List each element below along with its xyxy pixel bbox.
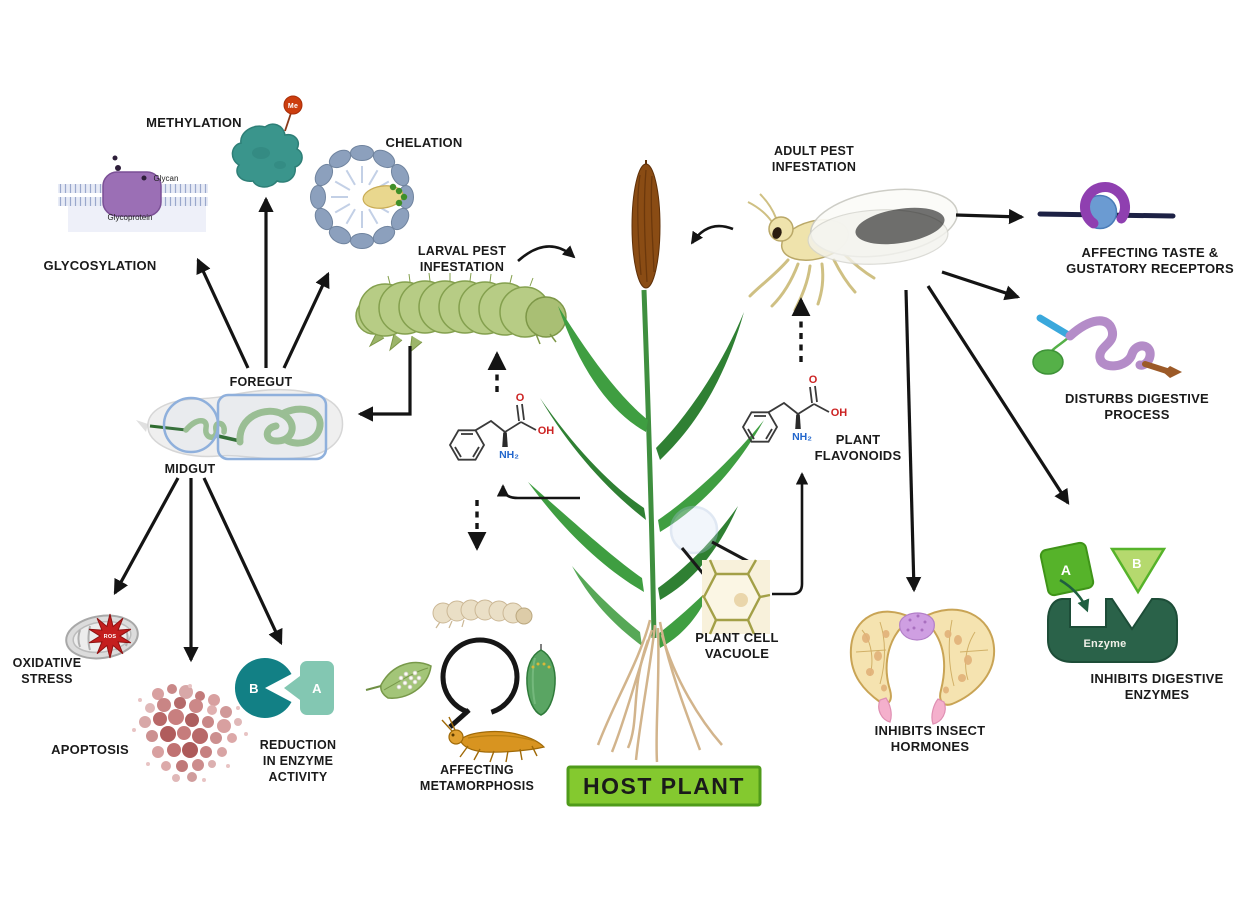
micelle-heads (310, 145, 414, 249)
molecule-right-nh2: NH₂ (792, 431, 812, 443)
hormones-label-2: HORMONES (891, 739, 970, 754)
phenylalanine-molecule-right-icon: O OH NH₂ (741, 374, 848, 443)
molecule-right-o: O (809, 374, 818, 386)
metamorphosis-label-2: METAMORPHOSIS (420, 779, 534, 793)
metamorphosis-label-1: AFFECTING (440, 763, 514, 777)
glycoprotein-label: Glycoprotein (108, 213, 153, 222)
taste-label-1: AFFECTING TASTE & (1082, 245, 1219, 260)
digestive-label-1: DISTURBS DIGESTIVE (1065, 391, 1209, 406)
arrow-vacuole-to-right-molecule (772, 472, 809, 596)
foregut-region-box (216, 393, 328, 461)
larval-pest-label-1: LARVAL PEST (418, 244, 506, 258)
taste-receptor-icon (1037, 182, 1176, 230)
plant-flavonoids-label-2: FLAVONOIDS (815, 448, 902, 463)
larva-white-icon (432, 599, 533, 629)
whitefly-icon (747, 188, 959, 312)
vacuole-label-2: VACUOLE (705, 646, 769, 661)
arrow-substrate-into-enzyme (1059, 578, 1090, 613)
chelation-label: CHELATION (385, 135, 462, 150)
mitochondrion-icon: ROS (65, 613, 139, 660)
reduction-label-1: REDUCTION (260, 738, 337, 752)
caterpillar-icon (355, 272, 567, 354)
substrate-b-label: B (1132, 556, 1142, 571)
arrow-midgut-to-enzyme-reduction (202, 477, 283, 646)
substrate-a2-label: A (312, 681, 322, 696)
midgut-region-circle (162, 396, 220, 454)
arrow-foregut-to-glycosylation (196, 257, 250, 369)
molecule-left-oh: OH (538, 425, 555, 437)
methylation-label: METHYLATION (146, 115, 242, 130)
apoptosis-label: APOPTOSIS (51, 742, 129, 757)
arrow-caterpillar-to-gut (357, 346, 412, 422)
glycan-label: Glycan (154, 174, 179, 183)
vacuole-label-1: PLANT CELL (695, 630, 778, 645)
plant-flavonoids-label-1: PLANT (836, 432, 881, 447)
molecule-left-nh2: NH₂ (499, 449, 519, 461)
glycoprotein-membrane-icon: Glycan Glycoprotein (58, 155, 208, 232)
ros-label: ROS (104, 634, 117, 640)
leaf-with-eggs-icon (365, 661, 432, 699)
larval-pest-label-2: INFESTATION (420, 260, 504, 274)
enzyme-b-label: B (249, 681, 259, 696)
substrate-a-label: A (1061, 562, 1071, 578)
adult-pest-label-1: ADULT PEST (774, 144, 854, 158)
chrysalis-icon (526, 644, 556, 716)
inhibits-enzymes-label-2: ENZYMES (1125, 687, 1190, 702)
molecule-left-o: O (516, 392, 525, 404)
magnifier-icon (669, 505, 719, 555)
molecule-right-oh: OH (831, 407, 848, 419)
midgut-label: MIDGUT (165, 462, 216, 476)
reduction-label-3: ACTIVITY (269, 770, 328, 784)
inset-connector-left (680, 547, 707, 577)
arrow-whitefly-to-taste (955, 208, 1025, 225)
plant-roots (596, 619, 723, 763)
host-plant-box: HOST PLANT (566, 765, 762, 807)
glycosylation-label: GLYCOSYLATION (43, 258, 156, 273)
inhibited-enzyme-icon: A B Enzyme (1039, 541, 1178, 663)
arrow-midgut-to-oxidative-stress (113, 477, 180, 596)
enzyme-label: Enzyme (1083, 638, 1126, 650)
plant-cell-inset-icon (701, 559, 771, 635)
foregut-label: FOREGUT (230, 375, 293, 389)
th thrips-adult-icon (441, 716, 546, 763)
ros-starburst (88, 613, 132, 659)
oxidative-label-1: OXIDATIVE (13, 656, 82, 670)
host-plant-label: HOST PLANT (583, 773, 745, 799)
oxidative-label-2: STRESS (21, 672, 73, 686)
insect-gut-icon (136, 388, 344, 461)
methylated-protein-icon: Me (231, 95, 303, 188)
cycle-ring (440, 637, 520, 717)
taste-label-2: GUSTATORY RECEPTORS (1066, 261, 1234, 276)
phenylalanine-molecule-left-icon: O OH NH₂ (448, 392, 555, 461)
hormones-label-1: INHIBITS INSECT (875, 723, 986, 738)
inhibits-enzymes-label-1: INHIBITS DIGESTIVE (1090, 671, 1223, 686)
digestive-label-2: PROCESS (1104, 407, 1169, 422)
host-plant-icon (528, 160, 764, 763)
reduction-label-2: IN ENZYME (263, 754, 333, 768)
apoptotic-cell-icon (132, 684, 248, 782)
arrow-foregut-to-chelation (282, 271, 330, 369)
enzyme-substrate-icon: B A (234, 658, 334, 719)
adult-pest-label-2: INFESTATION (772, 160, 856, 174)
arrow-larval-label-to-plant (517, 245, 576, 262)
methyl-tag-label: Me (288, 103, 298, 110)
metamorphosis-cycle-icon (365, 599, 556, 763)
arrow-whitefly-to-digestive (941, 270, 1021, 301)
arrow-plant-to-left-molecule (496, 484, 580, 500)
chelated-cargo (362, 183, 408, 209)
hormone-gland-icon (849, 608, 996, 725)
arrow-whitefly-to-hormones (904, 289, 922, 593)
arrow-whitefly-to-enzymes (926, 285, 1070, 505)
digestive-tract-icon (1032, 314, 1182, 378)
cycle-inhibition-tail (448, 708, 471, 729)
arrow-whitefly-to-plant (690, 224, 734, 245)
